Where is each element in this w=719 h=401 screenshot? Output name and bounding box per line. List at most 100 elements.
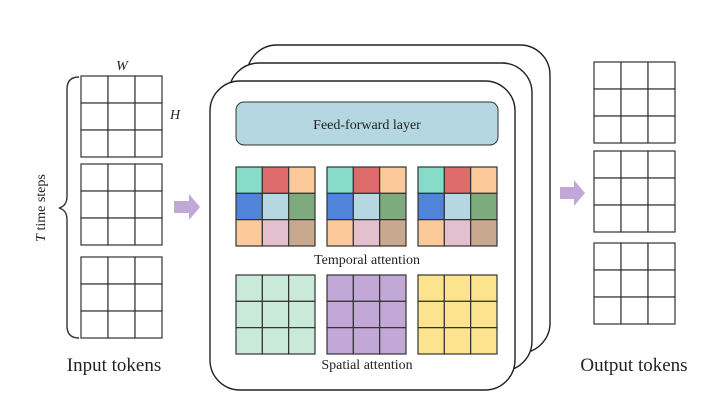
- grid-cell: [80, 217, 109, 246]
- feed-forward-label: Feed-forward layer: [313, 118, 421, 133]
- grid-cell: [107, 283, 136, 312]
- height-label: H: [169, 108, 181, 123]
- feed-forward-layer: [235, 101, 499, 146]
- grid-cell: [80, 75, 109, 104]
- grid-cell: [235, 274, 263, 302]
- grid-cell: [235, 166, 263, 194]
- input-token-grid: [80, 75, 163, 158]
- grid-cell: [326, 274, 354, 302]
- grid-cell: [593, 150, 622, 179]
- grid-cell: [288, 274, 316, 302]
- grid-cell: [80, 283, 109, 312]
- grid-cell: [261, 300, 290, 329]
- input-arrow: [174, 194, 200, 220]
- grid-cell: [235, 219, 263, 247]
- grid-cell: [107, 163, 136, 192]
- time-steps-brace: [58, 76, 80, 339]
- grid-cell: [647, 177, 676, 206]
- width-label: W: [116, 59, 129, 74]
- grid-cell: [352, 166, 381, 194]
- grid-cell: [593, 296, 622, 325]
- grid-cell: [470, 166, 498, 194]
- grid-cell: [326, 192, 354, 221]
- grid-cell: [80, 256, 109, 285]
- grid-cell: [620, 115, 649, 144]
- grid-cell: [261, 166, 290, 194]
- grid-cell: [107, 102, 136, 131]
- spatial-attention-label: Spatial attention: [321, 358, 412, 373]
- grid-cell: [647, 115, 676, 144]
- grid-cell: [261, 274, 290, 302]
- grid-cell: [593, 115, 622, 144]
- grid-cell: [470, 192, 498, 221]
- input-token-grid: [80, 163, 163, 246]
- temporal-attention-grid: [417, 166, 498, 247]
- grid-cell: [352, 274, 381, 302]
- grid-cell: [80, 190, 109, 219]
- grid-cell: [352, 300, 381, 329]
- grid-cell: [288, 300, 316, 329]
- output-tokens-label: Output tokens: [580, 355, 687, 376]
- temporal-attention-label: Temporal attention: [314, 253, 420, 268]
- grid-cell: [470, 300, 498, 329]
- grid-cell: [443, 219, 472, 247]
- grid-cell: [593, 242, 622, 271]
- grid-cell: [620, 61, 649, 90]
- grid-cell: [261, 327, 290, 355]
- grid-cell: [80, 102, 109, 131]
- output-tokens-group: Output tokens: [580, 61, 688, 376]
- grid-cell: [134, 102, 163, 131]
- output-token-grid: [593, 150, 676, 233]
- grid-cell: [620, 296, 649, 325]
- grid-cell: [326, 166, 354, 194]
- input-tokens-group: W H T time steps Input tokens: [34, 59, 181, 376]
- grid-cell: [134, 75, 163, 104]
- grid-cell: [593, 269, 622, 298]
- grid-cell: [417, 192, 445, 221]
- grid-cell: [134, 190, 163, 219]
- grid-cell: [593, 61, 622, 90]
- grid-cell: [443, 274, 472, 302]
- grid-cell: [134, 163, 163, 192]
- grid-cell: [80, 310, 109, 339]
- grid-cell: [288, 327, 316, 355]
- grid-cell: [647, 296, 676, 325]
- grid-cell: [288, 192, 316, 221]
- grid-cell: [107, 75, 136, 104]
- grid-cell: [107, 256, 136, 285]
- grid-cell: [379, 327, 407, 355]
- grid-cell: [647, 88, 676, 117]
- grid-cell: [107, 129, 136, 158]
- grid-cell: [593, 88, 622, 117]
- input-tokens-label: Input tokens: [67, 355, 161, 376]
- time-steps-label: T time steps: [34, 174, 49, 242]
- grid-cell: [647, 204, 676, 233]
- spatial-attention-grid: [235, 274, 316, 355]
- grid-cell: [443, 327, 472, 355]
- grid-cell: [235, 300, 263, 329]
- grid-cell: [379, 166, 407, 194]
- grid-cell: [417, 219, 445, 247]
- grid-cell: [352, 192, 381, 221]
- grid-cell: [593, 204, 622, 233]
- grid-cell: [620, 88, 649, 117]
- grid-cell: [107, 190, 136, 219]
- grid-cell: [647, 269, 676, 298]
- grid-cell: [134, 310, 163, 339]
- grid-cell: [647, 61, 676, 90]
- grid-cell: [470, 327, 498, 355]
- grid-cell: [620, 269, 649, 298]
- grid-cell: [417, 300, 445, 329]
- grid-cell: [379, 274, 407, 302]
- grid-cell: [593, 177, 622, 206]
- input-token-grid: [80, 256, 163, 339]
- grid-cell: [620, 150, 649, 179]
- grid-cell: [443, 300, 472, 329]
- grid-cell: [235, 327, 263, 355]
- grid-cell: [647, 242, 676, 271]
- grid-cell: [470, 219, 498, 247]
- grid-cell: [288, 166, 316, 194]
- spatial-attention-grid: [417, 274, 498, 355]
- grid-cell: [417, 327, 445, 355]
